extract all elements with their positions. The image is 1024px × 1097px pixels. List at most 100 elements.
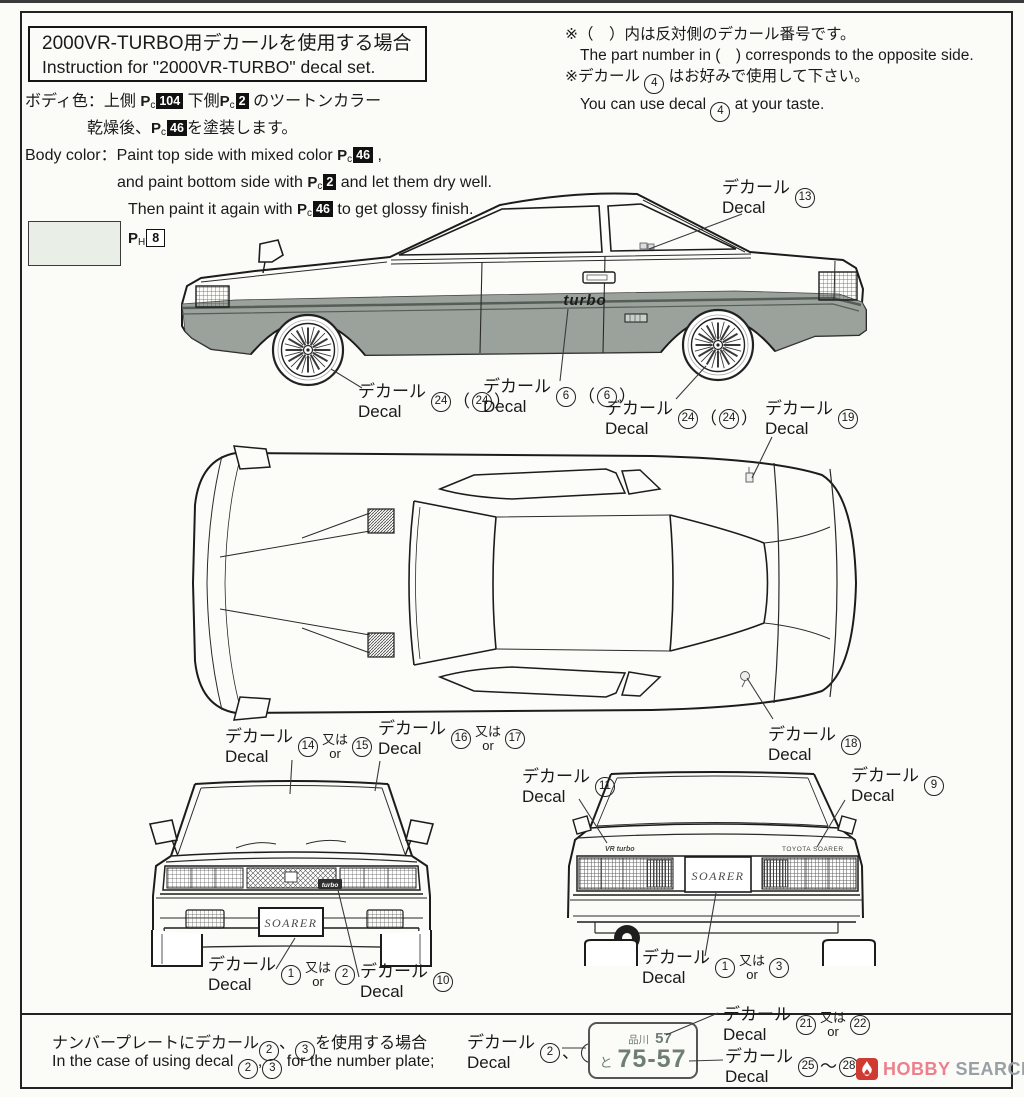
circled-number: 24: [472, 392, 492, 413]
front-plate-text: SOARER: [265, 916, 318, 930]
circled-number: 22: [850, 1015, 871, 1036]
circled-number: 9: [924, 776, 944, 797]
front-foglight-right: [366, 909, 404, 929]
rear-tire-left: [584, 939, 638, 966]
circled-number: 19: [838, 409, 858, 430]
circled-number: 16: [451, 729, 471, 750]
flame-icon: [856, 1058, 878, 1080]
circled-number: 6: [597, 387, 617, 408]
circled-number: 15: [352, 737, 373, 758]
circled-number: 21: [796, 1015, 816, 1036]
side-fender-mirror: [258, 239, 284, 263]
side-door-window: [398, 205, 603, 256]
circled-number: 13: [795, 188, 815, 209]
side-headlight: [195, 285, 230, 308]
plate-number: 75-57: [617, 1044, 687, 1073]
note-1-jp: ※（ ）内は反対側のデカール番号です。: [565, 26, 856, 43]
plate-kana: と: [599, 1054, 613, 1070]
front-headlight-right: [339, 867, 417, 889]
color-swatch: [28, 221, 121, 266]
front-headlight-left: [166, 867, 244, 889]
circled-number: 4: [644, 73, 665, 94]
side-marker: [624, 313, 648, 323]
top-side-window-left: [437, 468, 627, 500]
grille-turbo-badge: turbo: [318, 879, 342, 889]
side-taillight: [818, 271, 858, 301]
hood-vent-left: [367, 508, 395, 534]
hobbysearch-logo: HOBBY SEARCH: [856, 1058, 1024, 1080]
page-frame: [20, 11, 1013, 1089]
front-tire-left: [151, 930, 203, 967]
logo-hobby-text: HOBBY: [883, 1058, 951, 1079]
front-foglight-left: [185, 909, 225, 929]
circled-number: 14: [298, 737, 318, 758]
plate-class: 57: [655, 1029, 672, 1047]
rear-license-plate: [684, 856, 752, 893]
circled-number: 10: [433, 972, 453, 993]
side-turbo-decal: turbo: [563, 292, 606, 309]
section-divider: [22, 1013, 1011, 1015]
title-en: Instruction for "2000VR-TURBO" decal set…: [42, 56, 376, 77]
circled-number: 1: [281, 965, 301, 986]
rear-mirror-right: [837, 815, 857, 835]
top-body: [191, 451, 858, 715]
circled-number: 3: [262, 1058, 283, 1079]
logo-search-text: SEARCH: [955, 1058, 1024, 1079]
decal-13-mark: [639, 242, 648, 250]
side-rear-wheel: [681, 308, 755, 382]
title-jp: 2000VR-TURBO用デカールを使用する場合: [42, 33, 412, 54]
circled-number: 17: [505, 729, 526, 750]
circled-number: 24: [431, 392, 451, 413]
notes-block: ※（ ）内は反対側のデカール番号です。 The part number in (…: [565, 24, 1005, 122]
rear-badge-left: VR turbo: [605, 846, 635, 853]
top-mirror-left: [233, 445, 271, 470]
note-2-jp: ※デカール 4 はお好みで使用して下さい。: [565, 66, 1005, 94]
circled-number: 24: [678, 409, 698, 430]
grille-emblem: [284, 871, 298, 883]
circled-number: 2: [237, 1058, 258, 1079]
circled-number: 2: [540, 1043, 560, 1064]
note-2-en: You can use decal 4 at your taste.: [580, 94, 1005, 122]
front-mirror-left: [148, 819, 178, 845]
front-tire-right: [380, 930, 432, 967]
rear-badge-right: TOYOTA SOARER: [782, 846, 844, 853]
front-mirror-right: [405, 819, 435, 845]
side-front-wheel: [271, 313, 345, 387]
hood-vent-right: [367, 632, 395, 658]
circled-number: 1: [715, 958, 735, 979]
title-box: 2000VR-TURBO用デカールを使用する場合 Instruction for…: [28, 26, 427, 82]
circled-number: 25: [798, 1057, 818, 1078]
plate-note-en: In the case of using decal 2,3 for the n…: [52, 1053, 532, 1079]
circled-number: 11: [595, 777, 615, 798]
circled-number: 6: [556, 387, 576, 408]
